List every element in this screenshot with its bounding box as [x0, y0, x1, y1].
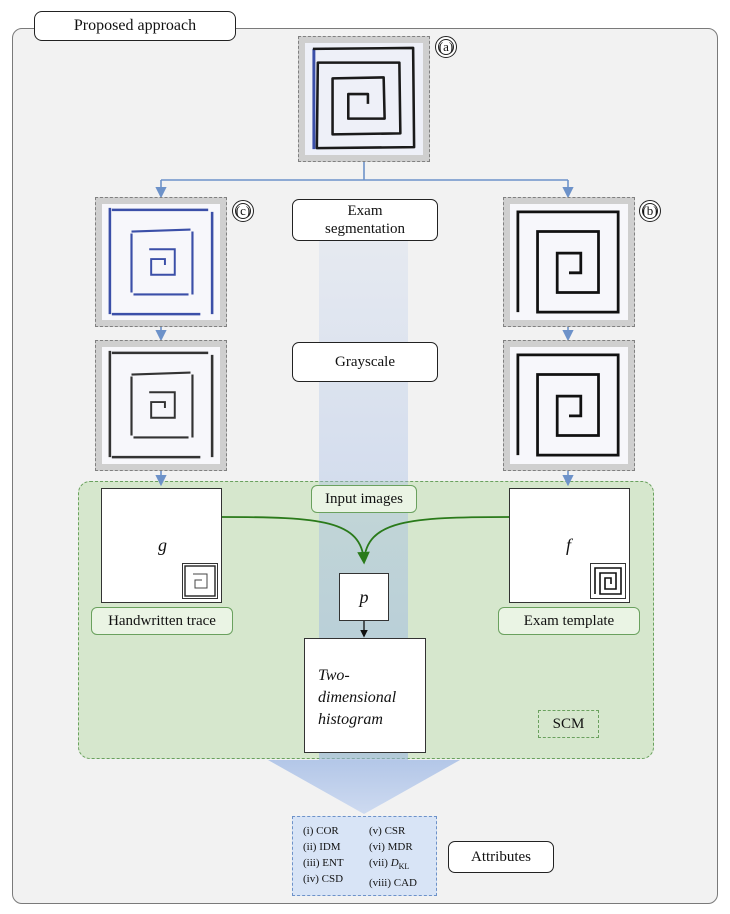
spiral-drawing-icon — [312, 46, 416, 150]
f-image-box: f — [509, 488, 630, 603]
flow-arrowhead-icon — [268, 760, 460, 814]
two-dimensional-histogram-box: Two- dimensional histogram — [304, 638, 426, 753]
segmented-handwritten-image — [95, 197, 227, 327]
spiral-drawing-icon — [108, 350, 214, 459]
handwritten-trace-label: Handwritten trace — [91, 607, 233, 635]
attribute-item: (iv) CSD — [303, 873, 344, 885]
attribute-item: (v) CSR — [369, 825, 406, 837]
original-exam-image — [298, 36, 430, 162]
exam-template-label: Exam template — [498, 607, 640, 635]
spiral-drawing-icon — [516, 353, 620, 457]
scm-label: SCM — [538, 710, 599, 738]
attribute-list: (i) COR (ii) IDM (iii) ENT (iv) CSD (v) … — [292, 816, 437, 896]
segmented-template-image — [503, 197, 635, 327]
marker-c: (c) — [232, 200, 254, 222]
attribute-item: (iii) ENT — [303, 857, 344, 869]
attribute-item: (i) COR — [303, 825, 339, 837]
histogram-line3: histogram — [318, 711, 383, 728]
grayscale-step: Grayscale — [292, 342, 438, 382]
attributes-label: Attributes — [448, 841, 554, 873]
spiral-drawing-icon — [184, 565, 216, 597]
exam-segmentation-step: Exam segmentation — [292, 199, 438, 241]
spiral-drawing-icon — [108, 207, 214, 316]
attribute-item-dkl: (vii) DKL — [369, 857, 410, 872]
dkl-symbol: D — [390, 857, 399, 869]
p-matrix-box: p — [339, 573, 389, 621]
attribute-item: (viii) CAD — [369, 877, 417, 890]
grayscale-handwritten-image — [95, 340, 227, 471]
input-images-label: Input images — [311, 485, 417, 513]
histogram-line2: dimensional — [318, 689, 397, 706]
g-symbol: g — [158, 535, 167, 555]
panel-title: Proposed approach — [34, 11, 236, 41]
f-thumbnail — [590, 563, 626, 599]
grayscale-template-image — [503, 340, 635, 471]
g-image-box: g — [101, 488, 222, 603]
histogram-line1: Two- — [318, 667, 350, 684]
spiral-drawing-icon — [594, 567, 622, 595]
marker-a: (a) — [435, 36, 457, 58]
g-thumbnail — [182, 563, 218, 599]
marker-b: (b) — [639, 200, 661, 222]
attribute-item: (vi) MDR — [369, 841, 413, 853]
attribute-item: (ii) IDM — [303, 841, 341, 853]
dkl-subscript: KL — [398, 862, 410, 872]
spiral-drawing-icon — [516, 210, 620, 314]
exam-segmentation-line2: segmentation — [325, 221, 405, 237]
f-symbol: f — [566, 535, 572, 555]
exam-segmentation-line1: Exam — [347, 203, 383, 219]
